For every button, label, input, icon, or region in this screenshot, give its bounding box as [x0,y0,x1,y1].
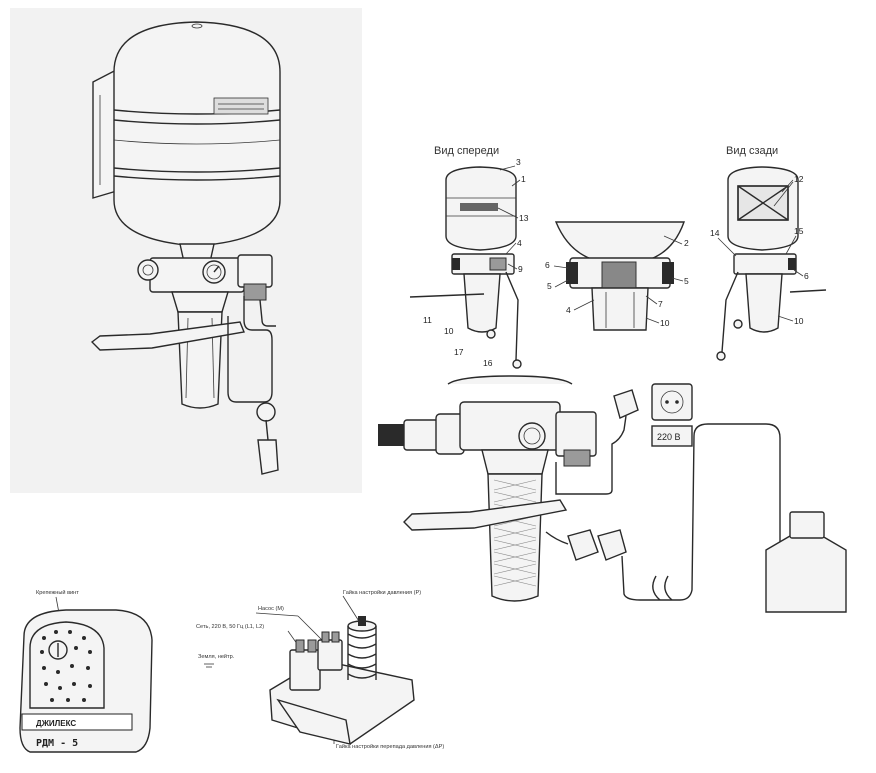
label-front-11: 11 [423,315,432,325]
label-rear-14: 14 [710,228,720,238]
label-section-5-right: 5 [684,276,689,286]
label-section-5-left: 5 [547,281,552,291]
rear-filter [745,273,783,333]
tank-label-plate [213,97,269,115]
label-section-7: 7 [658,299,663,309]
pump-plug [567,529,599,561]
pressure-switch-front: Крепежный винт ДЖИЛЕКС РДМ - 5 [19,589,153,753]
voltage-box [651,425,693,447]
connection-diagram: 220 В [378,375,847,613]
valve-block [149,257,245,293]
model-name: РДМ - 5 [36,738,78,749]
filter-wrench [90,321,245,351]
label-cover-screw: Крепежный винт [36,589,79,596]
ventilation-holes [40,630,92,702]
submersible-pump [765,535,847,613]
label-front-10: 10 [444,326,454,336]
brand-name: ДЖИЛЕКС [36,719,76,728]
label-rear-12: 12 [794,174,804,184]
pressure-switch-face [29,621,105,709]
pressure-switch-small [237,254,273,288]
terminal-block [289,649,321,691]
wall-socket [651,383,693,421]
label-front-4: 4 [517,238,522,248]
pressure-switch-open: Гайка настройки давления (Р) Насос (М) С… [196,589,444,750]
pressure-spring [347,616,377,680]
front-tank-plate [460,203,498,211]
power-plug-cord [257,439,279,475]
label-front-13: 13 [519,213,529,223]
label-pump: Насос (М) [258,606,284,612]
front-view-title: Вид спереди [434,145,499,157]
connection-pressure-switch [555,411,597,457]
label-front-9: 9 [518,264,523,274]
rear-view: Вид сзади 12 14 15 6 10 [710,145,827,361]
inlet-knob [137,259,159,281]
socket-plug [613,389,639,419]
label-section-10: 10 [660,318,670,328]
rear-view-title: Вид сзади [726,145,778,157]
inlet-pipe [378,424,406,446]
label-front-1: 1 [521,174,526,184]
pump-socket [597,529,627,561]
connection-gauge [518,422,546,450]
label-nut-p: Гайка настройки давления (Р) [343,589,421,596]
connection-tank-bottom [447,375,573,385]
section-tank-bottom [554,221,685,263]
front-view: Вид спереди 3 1 13 4 9 11 10 17 16 [409,145,529,369]
label-network: Сеть, 220 В, 50 Гц (L1, L2) [196,624,264,630]
label-nut-dp: Гайка настройки перепада давления (ΔР) [336,743,444,750]
label-ground: Земля, нейтр. [198,653,235,660]
label-rear-15: 15 [794,226,804,236]
label-section-4: 4 [566,305,571,315]
label-rear-10: 10 [794,316,804,326]
power-plug-large [256,402,276,422]
voltage-label: 220 В [657,432,681,442]
front-filter [463,273,501,333]
section-filter [591,287,649,331]
brand-strip [21,713,133,731]
section-view: 2 6 5 5 4 7 10 [545,221,689,331]
label-front-17: 17 [454,347,464,357]
label-section-6: 6 [545,260,550,270]
connection-wrench [403,499,568,531]
connection-valve-block [459,401,561,451]
tank-body [113,21,281,247]
label-front-3: 3 [516,157,521,167]
accumulator-assembly-large [10,8,362,493]
label-section-2: 2 [684,238,689,248]
rear-valve-block [733,253,797,275]
label-front-16: 16 [483,358,493,368]
label-rear-6: 6 [804,271,809,281]
